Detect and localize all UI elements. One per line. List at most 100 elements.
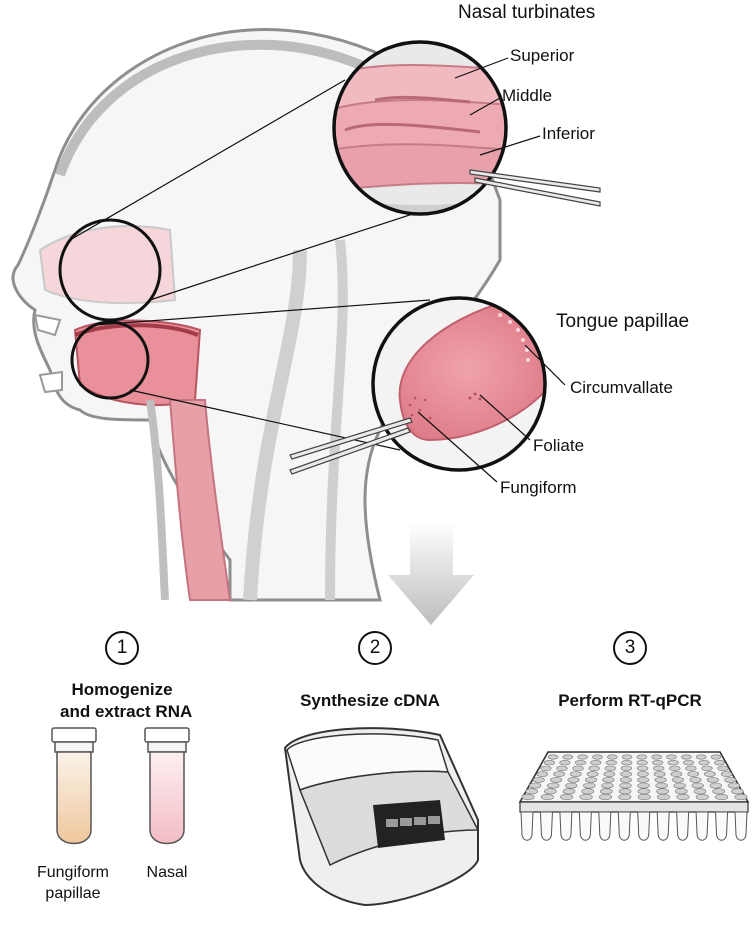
foliate-label: Foliate <box>533 436 585 455</box>
plate-well <box>731 788 744 795</box>
plate-well <box>560 793 574 801</box>
plate-well <box>621 754 633 760</box>
plate-well <box>592 754 603 760</box>
fungiform-tube-label-line1: Fungiform <box>36 864 110 881</box>
plate-well <box>553 771 565 777</box>
plate-tube <box>734 811 748 841</box>
plate-well <box>715 793 729 801</box>
nasal-region-marker <box>58 218 162 322</box>
plate-well <box>683 760 695 766</box>
tongue-leader-lines <box>417 344 566 483</box>
plate-well <box>636 754 648 760</box>
plate-well <box>667 760 679 766</box>
plate-tube <box>656 811 670 841</box>
plate-tube <box>676 811 690 841</box>
plate-well <box>620 771 632 777</box>
plate-well <box>620 765 633 772</box>
plate-well <box>618 788 632 795</box>
plate-well <box>636 765 649 772</box>
plate-well <box>559 760 571 766</box>
plate-well <box>618 793 632 801</box>
plate-tube <box>617 811 631 841</box>
plate-well <box>598 793 612 801</box>
plate-well <box>670 771 683 777</box>
plate-well <box>521 793 535 801</box>
plate-well <box>685 765 697 772</box>
plate-tube <box>637 811 651 841</box>
plate-well <box>547 754 559 760</box>
plate-well <box>671 777 684 783</box>
plate-well <box>687 771 700 777</box>
plate-well <box>714 760 726 766</box>
plate-well <box>710 754 722 760</box>
plate-well <box>528 782 542 789</box>
plate-well <box>709 782 722 789</box>
plate-well <box>562 754 574 760</box>
plate-well <box>619 777 632 783</box>
plate-well <box>577 754 588 760</box>
plate-well <box>586 771 599 777</box>
nasal-tube-icon <box>144 727 190 845</box>
plate-well <box>653 771 666 777</box>
plate-well <box>656 788 669 795</box>
plate-tube <box>539 811 553 841</box>
plate-tube <box>520 811 534 841</box>
plate-well <box>572 765 584 772</box>
plate-well <box>691 782 704 789</box>
plate-well <box>637 782 650 789</box>
thermocycler-icon <box>283 727 480 907</box>
plate-well <box>637 771 649 777</box>
plate-well <box>605 760 617 766</box>
plate-well <box>653 765 665 772</box>
plate-well <box>654 777 667 783</box>
plate-well <box>706 777 719 783</box>
plate-well <box>601 782 614 789</box>
inferior-label: Inferior <box>542 124 595 143</box>
plate-well <box>669 765 681 772</box>
plate-well <box>724 777 737 783</box>
plate-tube <box>578 811 592 841</box>
plate-well <box>666 754 677 760</box>
fungiform-tube-icon <box>51 727 97 845</box>
plate-well <box>651 754 663 760</box>
plate-well <box>583 782 596 789</box>
step-3-title: Perform RT-qPCR <box>558 691 702 710</box>
plate-well <box>562 788 576 795</box>
plate-well <box>656 793 670 801</box>
plate-well <box>567 777 580 783</box>
plate-well <box>600 788 613 795</box>
plate-well <box>695 754 707 760</box>
plate-well <box>540 765 552 772</box>
step-2-title: Synthesize cDNA <box>300 691 440 710</box>
plate-well <box>584 777 597 783</box>
plate-tube <box>715 811 729 841</box>
plate-well <box>698 760 710 766</box>
tongue-forceps-icon <box>289 417 413 475</box>
plate-well <box>727 782 741 789</box>
superior-label: Superior <box>510 46 575 65</box>
plate-well <box>676 793 690 801</box>
plate-well <box>603 771 616 777</box>
plate-well <box>581 788 595 795</box>
plate-well <box>604 765 616 772</box>
plate-well <box>543 788 557 795</box>
plate-well <box>681 754 692 760</box>
step-1-title-line1: Homogenize <box>71 680 173 699</box>
plate-well <box>637 793 651 801</box>
plate-well <box>701 765 713 772</box>
nasal-forceps-icon <box>469 169 601 207</box>
plate-well <box>717 765 729 772</box>
plate-well <box>619 782 632 789</box>
pcr-plate-icon <box>518 751 750 841</box>
step-1-title: Homogenize and extract RNA <box>60 679 192 723</box>
plate-well <box>674 788 688 795</box>
plate-well <box>540 793 554 801</box>
fungiform-tube-label: Fungiform papillae <box>30 862 116 904</box>
plate-tube <box>559 811 573 841</box>
plate-well <box>704 771 716 777</box>
down-arrow-icon <box>388 522 474 625</box>
plate-tube <box>695 811 709 841</box>
plate-well <box>693 788 707 795</box>
plate-well <box>579 793 593 801</box>
fungiform-label: Fungiform <box>500 478 577 497</box>
